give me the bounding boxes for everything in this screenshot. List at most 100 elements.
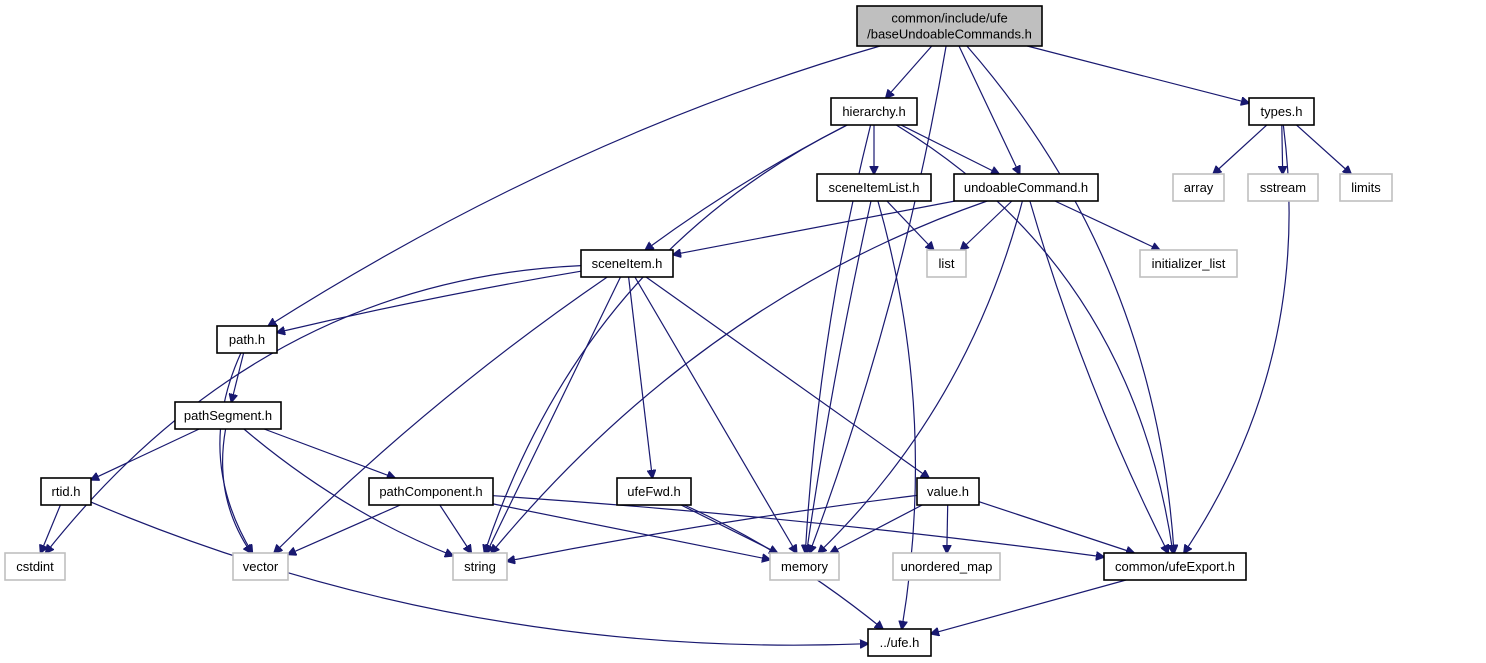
node-pathComponent[interactable]: pathComponent.h	[368, 477, 494, 506]
node-unordered_map: unordered_map	[892, 552, 1001, 581]
node-label: ../ufe.h	[880, 635, 920, 650]
node-label: common/include/ufe	[891, 11, 1007, 26]
node-vector: vector	[232, 552, 289, 581]
edge-pathSegment-to-rtid	[91, 428, 200, 480]
node-ufe[interactable]: ../ufe.h	[867, 628, 932, 657]
node-initializer_list: initializer_list	[1139, 249, 1238, 278]
node-label: /baseUndoableCommands.h	[867, 27, 1032, 42]
node-box	[4, 552, 66, 581]
node-box	[232, 552, 289, 581]
edge-sceneItem-to-vector	[274, 276, 608, 553]
edge-types-to-array	[1213, 124, 1268, 174]
edge-value-to-unordered_map	[947, 504, 948, 553]
node-label: common/ufeExport.h	[1115, 559, 1235, 574]
edge-value-to-memory	[830, 504, 923, 553]
edge-value-to-string	[507, 494, 918, 561]
node-label: undoableCommand.h	[964, 180, 1088, 195]
edge-undoableCommand-to-memory	[818, 200, 1023, 553]
edge-pathComponent-to-vector	[288, 504, 401, 554]
edge-ufeExport-to-ufe	[931, 579, 1127, 634]
node-box	[769, 552, 840, 581]
node-label: pathComponent.h	[379, 484, 482, 499]
edge-pathSegment-to-vector	[221, 428, 252, 553]
node-label: sceneItem.h	[592, 256, 663, 271]
node-root[interactable]: common/include/ufe/baseUndoableCommands.…	[856, 5, 1043, 47]
node-pathSegment[interactable]: pathSegment.h	[174, 401, 282, 430]
node-box	[953, 173, 1099, 202]
node-label: value.h	[927, 484, 969, 499]
node-label: hierarchy.h	[842, 104, 905, 119]
node-box	[926, 249, 967, 278]
node-box	[1139, 249, 1238, 278]
edge-undoableCommand-to-sceneItem	[673, 200, 956, 255]
node-box	[867, 628, 932, 657]
node-string: string	[452, 552, 508, 581]
edge-sceneItemList-to-memory	[807, 200, 872, 553]
node-list: list	[926, 249, 967, 278]
node-array: array	[1172, 173, 1225, 202]
node-label: unordered_map	[901, 559, 993, 574]
edge-undoableCommand-to-ufeExport	[1029, 200, 1168, 553]
node-path[interactable]: path.h	[216, 325, 278, 354]
node-label: types.h	[1261, 104, 1303, 119]
edge-rtid-to-cstdint	[41, 504, 61, 553]
node-box	[916, 477, 980, 506]
edge-pathComponent-to-ufeExport	[492, 495, 1104, 557]
edge-pathComponent-to-string	[439, 504, 471, 553]
node-label: ufeFwd.h	[627, 484, 680, 499]
edge-sceneItem-to-cstdint	[46, 265, 582, 553]
node-sceneItemList[interactable]: sceneItemList.h	[816, 173, 932, 202]
edge-rtid-to-ufe	[90, 501, 868, 645]
node-sceneItem[interactable]: sceneItem.h	[580, 249, 674, 278]
node-label: memory	[781, 559, 828, 574]
edge-sceneItem-to-memory	[634, 276, 797, 553]
node-box	[856, 5, 1043, 47]
node-hierarchy[interactable]: hierarchy.h	[830, 97, 918, 126]
node-label: vector	[243, 559, 279, 574]
node-box	[830, 97, 918, 126]
node-value[interactable]: value.h	[916, 477, 980, 506]
node-rtid[interactable]: rtid.h	[40, 477, 92, 506]
edge-root-to-memory	[810, 45, 947, 553]
edge-value-to-ufeExport	[978, 501, 1134, 553]
node-label: initializer_list	[1152, 256, 1226, 271]
nodes-layer: common/include/ufe/baseUndoableCommands.…	[4, 5, 1393, 657]
edge-root-to-ufeExport	[966, 45, 1174, 553]
edge-undoableCommand-to-list	[961, 200, 1013, 250]
edge-path-to-pathSegment	[231, 352, 245, 402]
edge-path-to-vector	[219, 352, 252, 553]
node-label: rtid.h	[52, 484, 81, 499]
node-box	[1247, 173, 1319, 202]
node-ufeExport[interactable]: common/ufeExport.h	[1103, 552, 1247, 581]
node-box	[1172, 173, 1225, 202]
edge-root-to-types	[1027, 45, 1249, 103]
edge-types-to-limits	[1296, 124, 1352, 174]
node-label: limits	[1351, 180, 1381, 195]
node-box	[816, 173, 932, 202]
node-label: list	[939, 256, 955, 271]
edge-types-to-sstream	[1282, 124, 1283, 174]
edges-layer	[41, 45, 1352, 645]
node-undoableCommand[interactable]: undoableCommand.h	[953, 173, 1099, 202]
node-label: array	[1184, 180, 1214, 195]
edge-root-to-path	[268, 45, 881, 326]
node-ufeFwd[interactable]: ufeFwd.h	[616, 477, 692, 506]
edge-root-to-hierarchy	[886, 45, 933, 98]
edge-pathSegment-to-string	[243, 428, 453, 556]
node-box	[616, 477, 692, 506]
node-box	[452, 552, 508, 581]
node-types[interactable]: types.h	[1248, 97, 1315, 126]
node-box	[580, 249, 674, 278]
edge-undoableCommand-to-string	[491, 200, 988, 553]
edge-sceneItemList-to-list	[886, 200, 934, 250]
edge-sceneItem-to-value	[645, 276, 929, 478]
node-box	[40, 477, 92, 506]
node-label: sceneItemList.h	[828, 180, 919, 195]
node-limits: limits	[1339, 173, 1393, 202]
edge-hierarchy-to-string	[485, 124, 848, 553]
node-memory: memory	[769, 552, 840, 581]
edge-sceneItem-to-ufeFwd	[628, 276, 653, 478]
node-box	[1103, 552, 1247, 581]
node-box	[174, 401, 282, 430]
